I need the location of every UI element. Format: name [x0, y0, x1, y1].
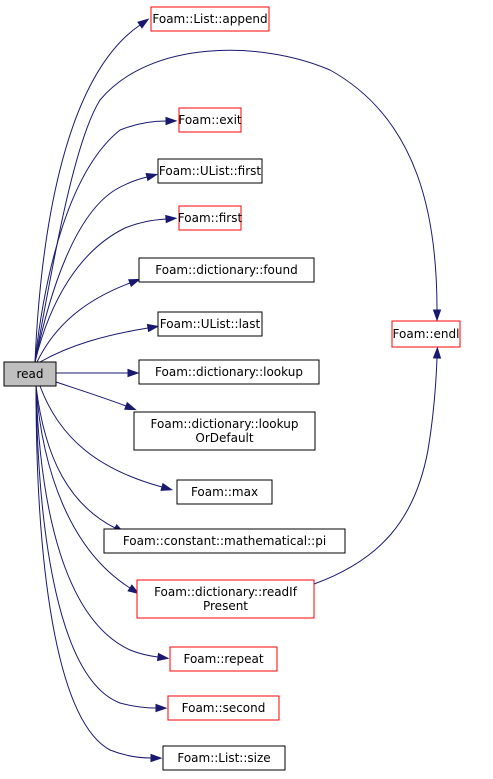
node-second[interactable]: Foam::second — [167, 695, 280, 721]
edge-line — [36, 282, 131, 363]
node-ulist-last[interactable]: Foam::UList::last — [157, 311, 263, 337]
node-label: Foam::UList::last — [160, 317, 261, 331]
edge-arrowhead — [150, 753, 163, 763]
edge-read-to-exit — [34, 116, 178, 363]
edge-line — [313, 357, 438, 585]
node-label: Present — [203, 599, 248, 613]
edge-read-to-append — [34, 18, 150, 363]
node-box[interactable] — [150, 6, 270, 32]
edge-line — [34, 218, 167, 363]
edge-read-to-ulist_first — [34, 173, 159, 363]
edge-line — [34, 24, 141, 363]
node-box[interactable] — [162, 745, 286, 771]
node-label: read — [16, 367, 43, 381]
edge-arrowhead — [432, 309, 442, 322]
node-lookup[interactable]: Foam::dictionary::lookup — [138, 359, 320, 385]
node-label: Foam::max — [191, 485, 258, 499]
edge-readIfPresent-to-endl — [313, 346, 442, 585]
edge-arrowhead — [124, 401, 137, 411]
node-label: Foam::List::size — [177, 751, 270, 765]
node-size[interactable]: Foam::List::size — [162, 745, 286, 771]
node-label: Foam::first — [178, 211, 243, 225]
edge-arrowhead — [155, 703, 168, 713]
node-label: OrDefault — [195, 431, 254, 445]
node-box[interactable] — [178, 107, 242, 133]
node-box[interactable] — [133, 411, 316, 451]
node-label: Foam::exit — [178, 113, 242, 127]
node-label: Foam::endl — [393, 327, 460, 341]
node-found[interactable]: Foam::dictionary::found — [138, 257, 315, 283]
node-box[interactable] — [138, 257, 315, 283]
node-first[interactable]: Foam::first — [178, 205, 243, 231]
node-ulist-first[interactable]: Foam::UList::first — [157, 158, 263, 184]
edge-line — [35, 385, 157, 709]
edge-read-to-first — [34, 214, 178, 363]
node-read[interactable]: read — [3, 361, 57, 387]
edge-read-to-found — [36, 278, 141, 363]
edge-arrowhead — [156, 652, 170, 662]
edge-read-to-size — [35, 385, 163, 763]
edge-read-to-lookupOrDefault — [55, 381, 137, 411]
node-box[interactable] — [138, 359, 320, 385]
node-label: Foam::List::append — [152, 12, 267, 26]
edge-line — [39, 385, 163, 488]
edge-read-to-lookup — [56, 368, 140, 378]
edge-read-to-second — [35, 385, 168, 713]
edge-line — [39, 327, 149, 363]
edge-arrowhead — [432, 346, 442, 359]
node-box[interactable] — [167, 695, 280, 721]
edge-read-to-readIfPresent — [35, 385, 140, 595]
edge-arrowhead — [137, 18, 150, 29]
node-label: Foam::dictionary::lookup — [151, 417, 299, 431]
node-box[interactable] — [3, 361, 57, 387]
node-repeat[interactable]: Foam::repeat — [169, 646, 278, 672]
edge-arrowhead — [145, 173, 159, 182]
node-box[interactable] — [157, 158, 263, 184]
edge-arrowhead — [128, 278, 141, 288]
edge-arrowhead — [127, 584, 140, 595]
node-label: Foam::dictionary::lookup — [155, 365, 303, 379]
node-box[interactable] — [176, 479, 273, 505]
edge-read-to-max — [39, 385, 174, 491]
node-max[interactable]: Foam::max — [176, 479, 273, 505]
edge-line — [55, 381, 127, 407]
node-exit[interactable]: Foam::exit — [178, 107, 242, 133]
node-label: Foam::UList::first — [159, 164, 262, 178]
edge-line — [35, 385, 131, 589]
edge-line — [34, 49, 438, 363]
edge-line — [35, 385, 152, 759]
edge-arrowhead — [127, 368, 140, 378]
edge-read-to-endl — [34, 49, 442, 363]
edge-read-to-repeat — [35, 385, 170, 662]
edge-line — [35, 385, 159, 658]
node-endl[interactable]: Foam::endl — [391, 320, 461, 348]
edge-line — [34, 176, 148, 363]
node-append[interactable]: Foam::List::append — [150, 6, 270, 32]
node-box[interactable] — [136, 579, 315, 619]
node-label: Foam::second — [182, 701, 266, 715]
edge-line — [35, 385, 116, 529]
edge-line — [34, 120, 167, 363]
edge-arrowhead — [146, 323, 160, 333]
edges-layer — [34, 18, 442, 763]
node-label: Foam::dictionary::readIf — [154, 585, 298, 599]
edge-arrowhead — [165, 116, 178, 126]
node-pi[interactable]: Foam::constant::mathematical::pi — [103, 528, 346, 554]
edge-arrowhead — [165, 214, 178, 224]
node-box[interactable] — [391, 320, 461, 348]
node-box[interactable] — [157, 311, 263, 337]
edge-read-to-ulist_last — [39, 323, 160, 363]
node-box[interactable] — [169, 646, 278, 672]
node-box[interactable] — [178, 205, 242, 231]
node-box[interactable] — [103, 528, 346, 554]
node-label: Foam::dictionary::found — [155, 263, 297, 277]
node-label: Foam::constant::mathematical::pi — [123, 534, 326, 548]
nodes-layer: read Foam::List::appendFoam::exitFoam::UL… — [3, 6, 461, 771]
node-label: Foam::repeat — [183, 652, 263, 666]
edge-arrowhead — [160, 482, 174, 491]
